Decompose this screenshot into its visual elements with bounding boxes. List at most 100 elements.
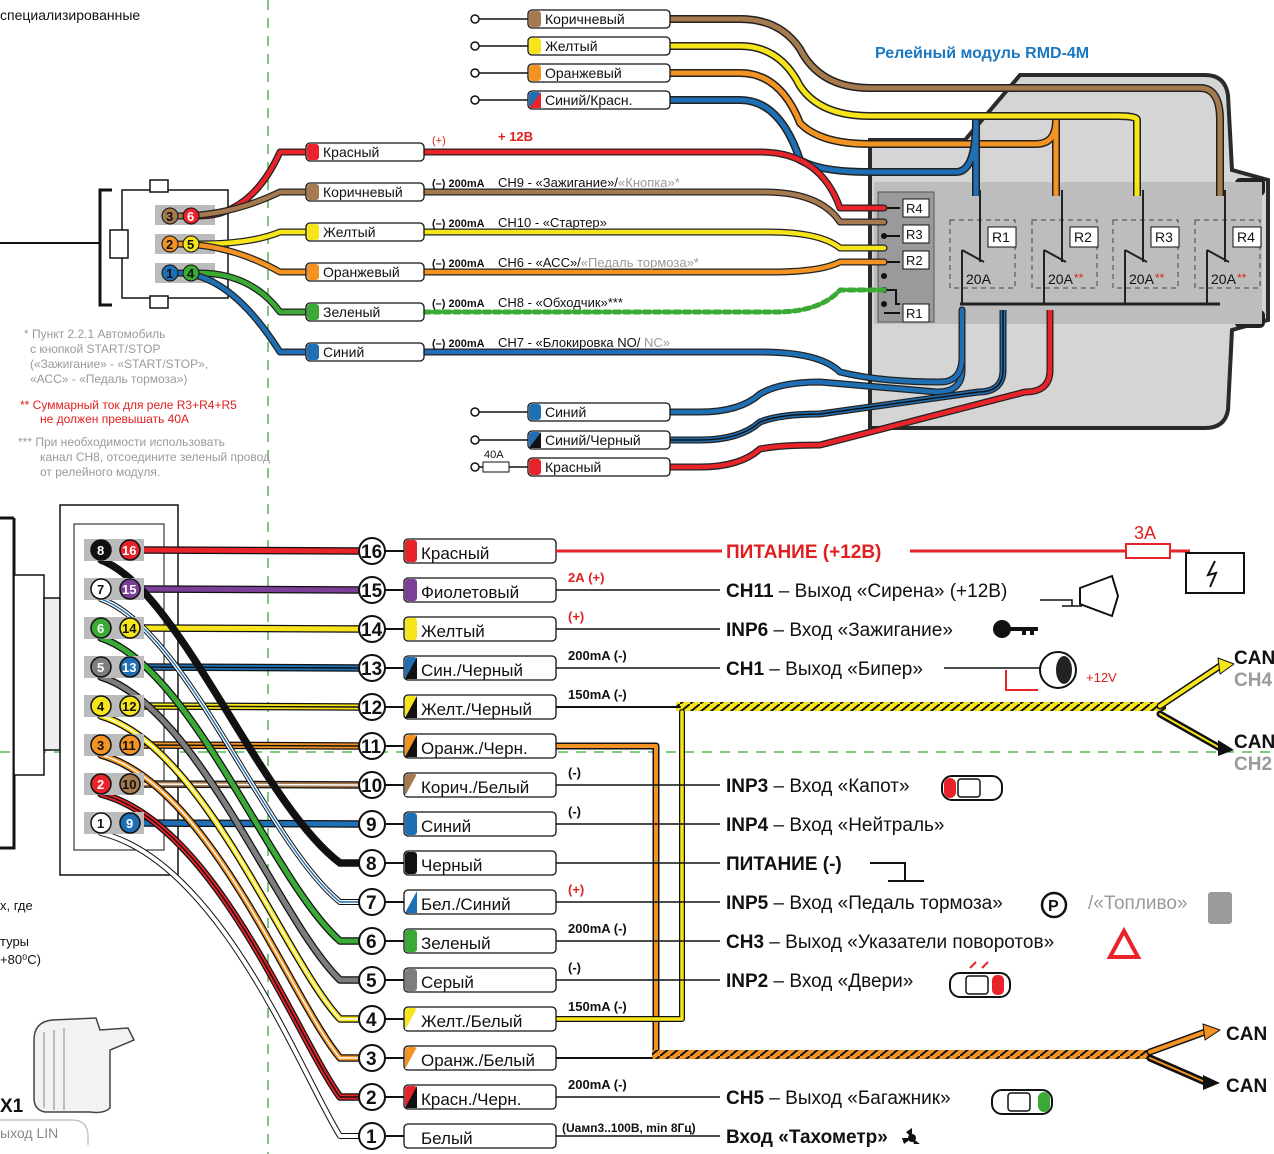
- small-pin-3: [161, 207, 179, 225]
- relay-left-R1: R1: [906, 306, 923, 321]
- relay-left-box-R1: [902, 303, 930, 323]
- main-pin-16: [119, 539, 141, 561]
- main-num-7: 7: [366, 893, 377, 914]
- small-wire-pol-5: (–) 200mA: [432, 338, 485, 350]
- main-wire-label-1: Белый: [403, 1123, 557, 1149]
- main-pin-5: [90, 656, 112, 678]
- relay-input-label-1-text: Желтый: [545, 38, 598, 54]
- relay-input-label-3: Синий/Красн.: [527, 90, 671, 110]
- power-label-2-text: Красный: [545, 459, 601, 475]
- main-num-10: 10: [361, 776, 382, 797]
- main-pin-2: [90, 773, 112, 795]
- main-wire-label-7: Бел./Синий: [403, 889, 557, 915]
- relay-input-label-0-text: Коричневый: [545, 11, 625, 27]
- main-func-9: INP4 – Вход «Нейтраль»: [726, 815, 945, 836]
- can-label-0: CAN: [1234, 648, 1274, 669]
- main-num-3: 3: [366, 1049, 377, 1070]
- fuse-40a-label: 40A: [484, 449, 504, 461]
- main-num-5: 5: [366, 971, 377, 992]
- main-wire-label-12-text: Желт./Черный: [421, 700, 532, 719]
- main-num-4: 4: [366, 1010, 377, 1031]
- relay-input-wire-3: [670, 97, 979, 196]
- relay-input-label-0: Коричневый: [527, 9, 671, 29]
- x1-label: X1: [0, 1096, 24, 1117]
- main-wire-label-15: Фиолетовый: [403, 577, 557, 603]
- small-wire-cont-2: [421, 229, 887, 251]
- relay-input-wire-0: [670, 16, 1223, 196]
- relay-input-wire-1: [670, 43, 1140, 196]
- power-label-0-text: Синий: [545, 404, 586, 420]
- small-wire-cont-4: [421, 287, 887, 315]
- relay-input-label-2-text: Оранжевый: [545, 65, 622, 81]
- main-wire-label-4: Желт./Белый: [403, 1006, 557, 1032]
- main-pol-7: (+): [568, 882, 584, 897]
- relay-input-label-3-text: Синий/Красн.: [545, 92, 633, 108]
- main-wire-label-2: Красн./Черн.: [403, 1084, 557, 1110]
- relay-rating-0: 20A: [966, 271, 992, 287]
- small-wire-pol-1: (–) 200mA: [432, 178, 485, 190]
- main-func-15: CH11 – Выход «Сирена» (+12В): [726, 581, 1007, 602]
- relay-module: Релейный модуль RMD-4M: [868, 45, 1270, 430]
- main-pin-num-13: 13: [122, 660, 136, 675]
- main-num-12: 12: [361, 698, 382, 719]
- main-func-10: INP3 – Вход «Капот»: [726, 776, 910, 797]
- main-wire-label-2-text: Красн./Черн.: [421, 1090, 522, 1109]
- main-wire-label-16: Красный: [403, 538, 557, 564]
- left-fragment-3: +80⁰С): [0, 952, 41, 967]
- parking-icon-letter: P: [1048, 898, 1059, 915]
- power-wire-0: [670, 310, 965, 415]
- relay-right-box-R2: [1069, 226, 1099, 248]
- main-pol-5: (-): [568, 960, 581, 975]
- left-fragment-2: туры: [0, 934, 29, 949]
- ground-icon: [870, 862, 924, 882]
- relay-input-label-1: Желтый: [527, 36, 671, 56]
- can-label-4: CAN: [1226, 1024, 1267, 1045]
- small-pin-num-1: 1: [166, 266, 173, 281]
- main-num-1: 1: [366, 1127, 377, 1148]
- doors-car-icon: [949, 961, 1011, 998]
- can-label-5: CAN: [1226, 1076, 1267, 1097]
- main-pol-15: 2А (+): [568, 570, 604, 585]
- small-wire-pol-0: (+): [432, 135, 446, 147]
- main-wire-label-16-text: Красный: [421, 544, 489, 563]
- hood-car-icon: [941, 775, 1003, 801]
- small-wire-cont-5: [421, 307, 965, 385]
- relay-input-wire-2: [670, 70, 1059, 196]
- main-pin-9: [119, 812, 141, 834]
- can-label-2: CAN: [1234, 732, 1274, 753]
- main-num-13: 13: [361, 659, 382, 680]
- main-pin-num-4: 4: [97, 699, 105, 714]
- small-wire-4: [196, 270, 309, 315]
- main-wire-label-8: Черный: [403, 850, 557, 876]
- twisted-pair-can1: [676, 702, 1166, 711]
- main-pin-num-1: 1: [97, 816, 104, 831]
- main-func-2: CH5 – Выход «Багажник»: [726, 1088, 951, 1109]
- main-wire-label-6: Зеленый: [403, 928, 557, 954]
- main-pin-11: [119, 734, 141, 756]
- power-label-1: Синий/Черный: [527, 430, 671, 450]
- small-wire-label-5-text: Синий: [323, 344, 364, 360]
- main-wire-label-8-text: Черный: [421, 856, 482, 875]
- main-wire-label-4-text: Желт./Белый: [421, 1012, 522, 1031]
- small-pin-6: [182, 207, 200, 225]
- main-pol-9: (-): [568, 804, 581, 819]
- main-func-14: INP6 – Вход «Зажигание»: [726, 620, 953, 641]
- main-wire-label-5: Серый: [403, 967, 557, 993]
- main-pin-10: [119, 773, 141, 795]
- small-wire-desc-0: (+)+ 12В: [432, 129, 533, 147]
- main-pin-num-7: 7: [97, 582, 104, 597]
- small-pin-num-4: 4: [187, 266, 195, 281]
- note3-line-0: *** При необходимости использовать: [18, 435, 225, 449]
- main-extra-13: +12V: [1086, 670, 1117, 685]
- note1-line-0: * Пункт 2.2.1 Автомобиль: [24, 327, 165, 341]
- power-label-1-text: Синий/Черный: [545, 432, 641, 448]
- power-wire-2: [670, 310, 1053, 470]
- note2-line-1: не должен превышать 40А: [40, 412, 189, 426]
- main-wire-label-14-text: Желтый: [421, 622, 485, 641]
- main-wire-label-11-text: Оранж./Черн.: [421, 739, 528, 758]
- main-wire-9: [139, 820, 363, 827]
